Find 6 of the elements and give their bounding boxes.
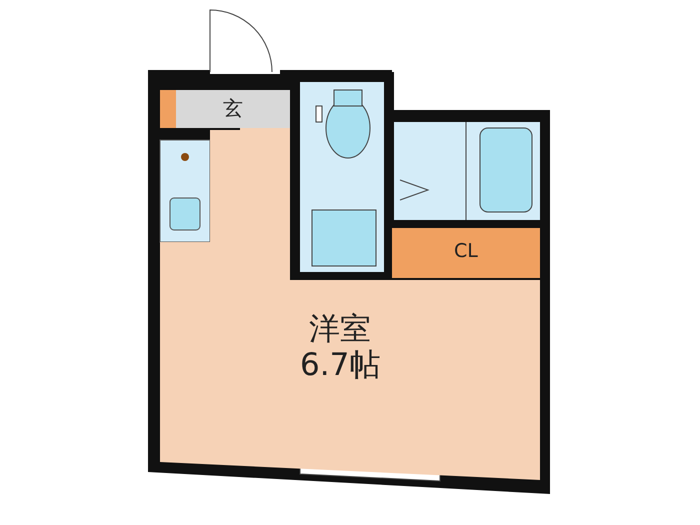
room-label: CL <box>454 242 478 262</box>
room-label: 玄 <box>223 98 243 118</box>
entrance-floor <box>176 90 290 128</box>
room-label: 洋室 <box>309 314 371 346</box>
room-size: 6.7帖 <box>300 350 380 381</box>
closet-floor <box>392 228 540 278</box>
